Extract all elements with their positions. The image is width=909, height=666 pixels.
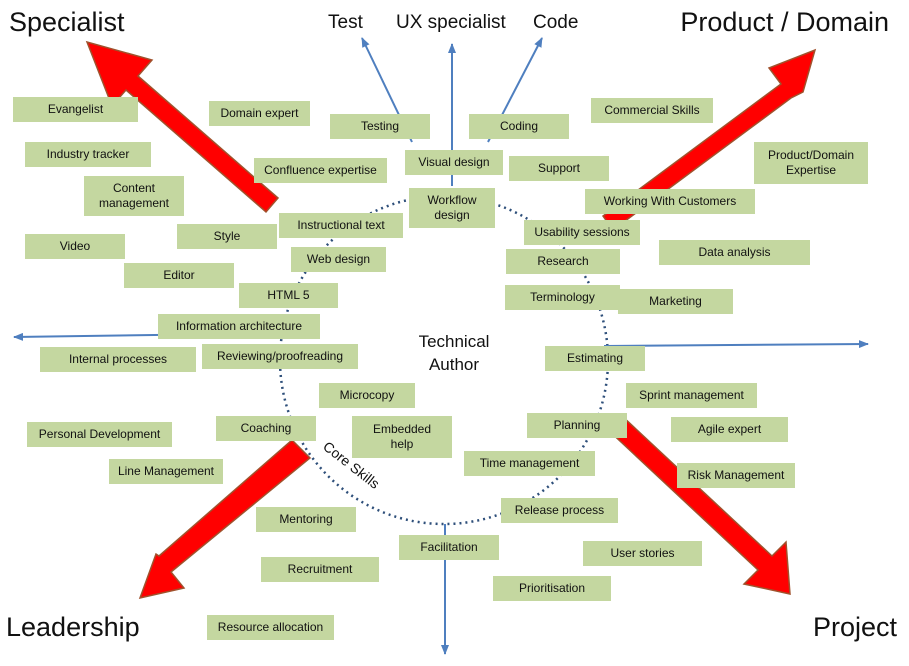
skill-support: Support <box>509 156 609 181</box>
skill-release-process: Release process <box>501 498 618 523</box>
skill-coding: Coding <box>469 114 569 139</box>
skill-confluence-expertise: Confluence expertise <box>254 158 387 183</box>
skill-estimating: Estimating <box>545 346 645 371</box>
skill-marketing: Marketing <box>618 289 733 314</box>
skill-style: Style <box>177 224 277 249</box>
skill-recruitment: Recruitment <box>261 557 379 582</box>
skill-reviewing-proofreading: Reviewing/proofreading <box>202 344 358 369</box>
specialist-arrow <box>85 40 280 214</box>
leadership-arrow <box>138 438 312 600</box>
skill-content-management: Content management <box>84 176 184 216</box>
skill-instructional-text: Instructional text <box>279 213 403 238</box>
skill-mentoring: Mentoring <box>256 507 356 532</box>
skill-commercial-skills: Commercial Skills <box>591 98 713 123</box>
skill-sprint-management: Sprint management <box>626 383 757 408</box>
axis-label-code: Code <box>533 12 579 33</box>
skill-microcopy: Microcopy <box>319 383 415 408</box>
skill-personal-development: Personal Development <box>27 422 172 447</box>
skill-prioritisation: Prioritisation <box>493 576 611 601</box>
skill-risk-management: Risk Management <box>677 463 795 488</box>
skill-evangelist: Evangelist <box>13 97 138 122</box>
skill-testing: Testing <box>330 114 430 139</box>
skill-time-management: Time management <box>464 451 595 476</box>
skill-line-management: Line Management <box>109 459 223 484</box>
skill-visual-design: Visual design <box>405 150 503 175</box>
corner-label-specialist: Specialist <box>9 7 125 37</box>
corner-label-project: Project <box>812 612 897 642</box>
skill-web-design: Web design <box>291 247 386 272</box>
corner-label-product-domain: Product / Domain <box>680 7 889 37</box>
skill-resource-allocation: Resource allocation <box>207 615 334 640</box>
corner-label-leadership: Leadership <box>6 612 140 642</box>
skill-data-analysis: Data analysis <box>659 240 810 265</box>
center-title-line2: Author <box>428 355 480 374</box>
skill-research: Research <box>506 249 620 274</box>
skill-embedded-help: Embedded help <box>352 416 452 458</box>
skill-terminology: Terminology <box>505 285 620 310</box>
center-title: Technical Author <box>404 330 504 376</box>
axis-label-test: Test <box>328 12 363 33</box>
project-arrow <box>604 415 791 595</box>
skill-html-5: HTML 5 <box>239 283 338 308</box>
axis-label-ux-specialist: UX specialist <box>396 12 506 33</box>
skill-planning: Planning <box>527 413 627 438</box>
skill-product-domain-expertise: Product/Domain Expertise <box>754 142 868 184</box>
skill-working-with-customers: Working With Customers <box>585 189 755 214</box>
skill-workflow-design: Workflow design <box>409 188 495 228</box>
skill-user-stories: User stories <box>583 541 702 566</box>
skill-editor: Editor <box>124 263 234 288</box>
skill-coaching: Coaching <box>216 416 316 441</box>
red-arrows <box>85 40 817 600</box>
skill-video: Video <box>25 234 125 259</box>
skill-internal-processes: Internal processes <box>40 347 196 372</box>
skill-facilitation: Facilitation <box>399 535 499 560</box>
right-arrow <box>603 340 869 349</box>
skill-industry-tracker: Industry tracker <box>25 142 151 167</box>
skill-domain-expert: Domain expert <box>209 101 310 126</box>
center-title-line1: Technical <box>418 332 490 351</box>
skill-information-architecture: Information architecture <box>158 314 320 339</box>
skill-usability-sessions: Usability sessions <box>524 220 640 245</box>
skill-agile-expert: Agile expert <box>671 417 788 442</box>
